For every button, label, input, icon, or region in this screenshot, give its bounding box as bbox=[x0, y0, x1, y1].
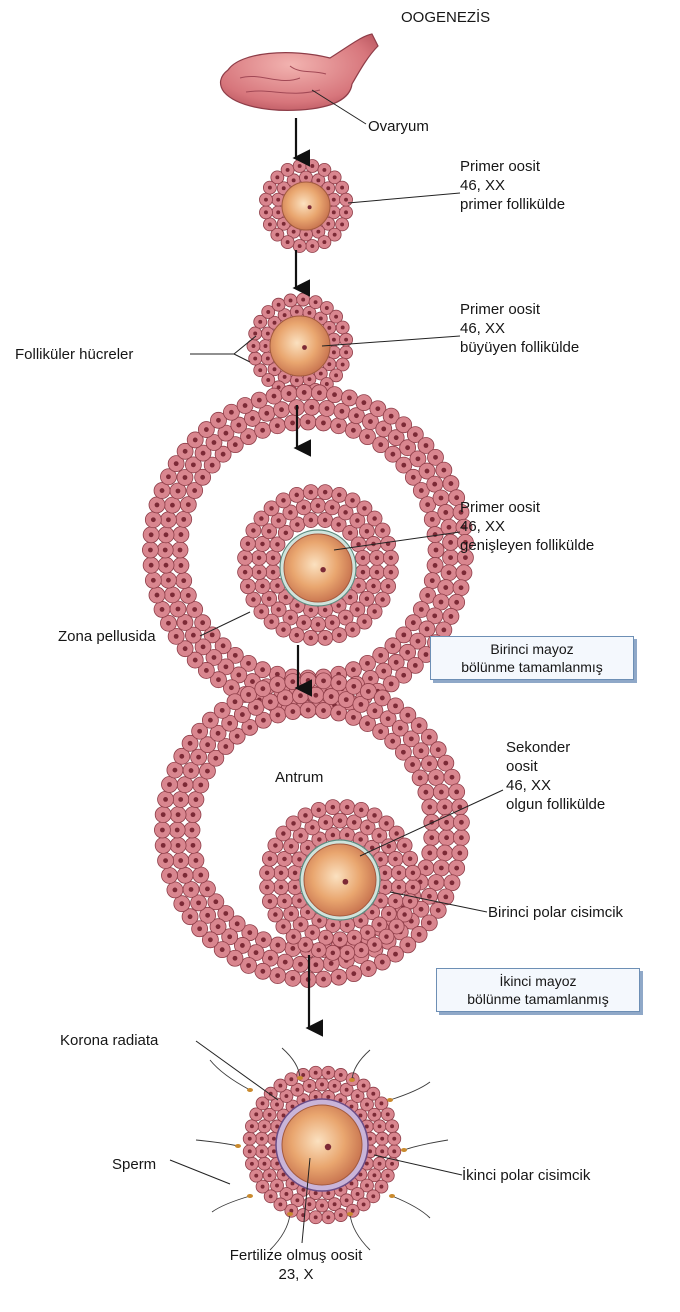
primary-follicle bbox=[259, 159, 352, 252]
follicular-cells-label: Folliküler hücreler bbox=[15, 345, 133, 364]
ovary-label: Ovaryum bbox=[368, 117, 429, 136]
ovary-illustration bbox=[221, 34, 378, 110]
sperm-cell bbox=[349, 1050, 370, 1082]
second-meiosis-box: İkinci mayoz bölünme tamamlanmış bbox=[436, 968, 640, 1012]
sperm-cell bbox=[196, 1140, 241, 1148]
second-polar-body-label: İkinci polar cisimcik bbox=[462, 1166, 590, 1185]
first-meiosis-box: Birinci mayoz bölünme tamamlanmış bbox=[430, 636, 634, 680]
sperm-cell bbox=[401, 1140, 448, 1152]
fertilized-oocyte bbox=[196, 1048, 448, 1250]
fertilized-oocyte-label: Fertilize olmuş oosit 23, X bbox=[196, 1246, 396, 1284]
sperm-cell bbox=[212, 1194, 253, 1212]
antrum-label: Antrum bbox=[275, 768, 323, 787]
sperm-label: Sperm bbox=[112, 1155, 156, 1174]
first-polar-body-label: Birinci polar cisimcik bbox=[488, 903, 623, 922]
mature-follicle bbox=[154, 672, 469, 987]
growing-follicle bbox=[247, 293, 353, 399]
diagram-title: OOGENEZİS bbox=[401, 8, 490, 27]
expanding-follicle-label: Primer oosit 46, XX genişleyen folliküld… bbox=[460, 498, 594, 555]
sperm-cell bbox=[270, 1212, 293, 1250]
expanding-follicle bbox=[142, 384, 473, 715]
sperm-cell bbox=[210, 1060, 253, 1092]
growing-follicle-label: Primer oosit 46, XX büyüyen follikülde bbox=[460, 300, 579, 357]
sperm-cell bbox=[389, 1194, 430, 1218]
follicle-illustrations bbox=[142, 159, 473, 1250]
sperm-cell bbox=[347, 1212, 370, 1250]
zona-pellucida-label: Zona pellusida bbox=[58, 627, 156, 646]
mature-follicle-label: Sekonder oosit 46, XX olgun follikülde bbox=[506, 738, 605, 814]
corona-radiata-label: Korona radiata bbox=[60, 1031, 158, 1050]
primary-follicle-label: Primer oosit 46, XX primer follikülde bbox=[460, 157, 565, 214]
sperm-cell bbox=[387, 1082, 430, 1102]
